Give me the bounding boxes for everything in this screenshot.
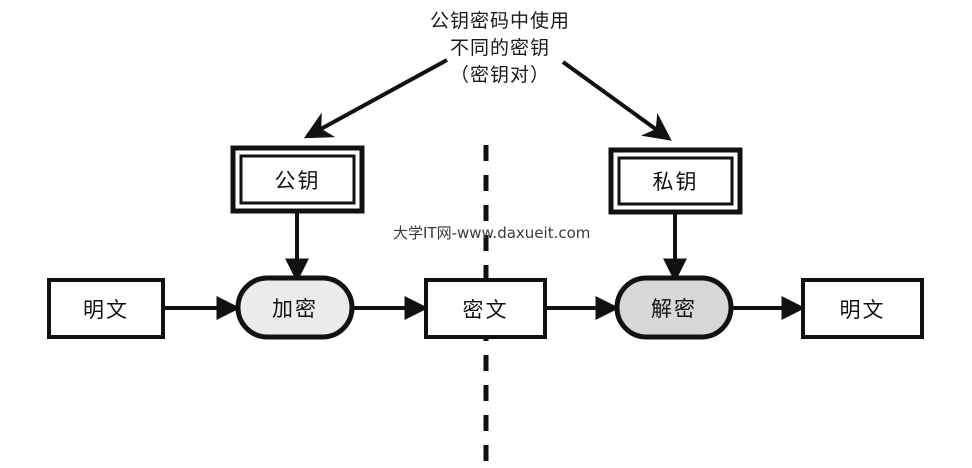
annotation-line-2: 不同的密钥 [449, 37, 550, 59]
annotation-arrow-left [303, 58, 448, 139]
private-key-box-inner [617, 156, 734, 206]
annotation-label: 公钥密码中使用 不同的密钥 （密钥对） [400, 8, 600, 89]
plaintext-left-box [47, 278, 165, 339]
plaintext-right-box [801, 278, 924, 339]
public-key-box-inner [239, 154, 356, 205]
watermark-text: 大学IT网-www.daxueit.com [393, 224, 591, 242]
encrypt-pill [235, 275, 355, 340]
ciphertext-box [424, 278, 547, 339]
annotation-arrow-right [561, 60, 672, 141]
annotation-line-3: （密钥对） [449, 64, 550, 86]
decrypt-pill [614, 275, 734, 340]
annotation-line-1: 公钥密码中使用 [429, 10, 570, 32]
